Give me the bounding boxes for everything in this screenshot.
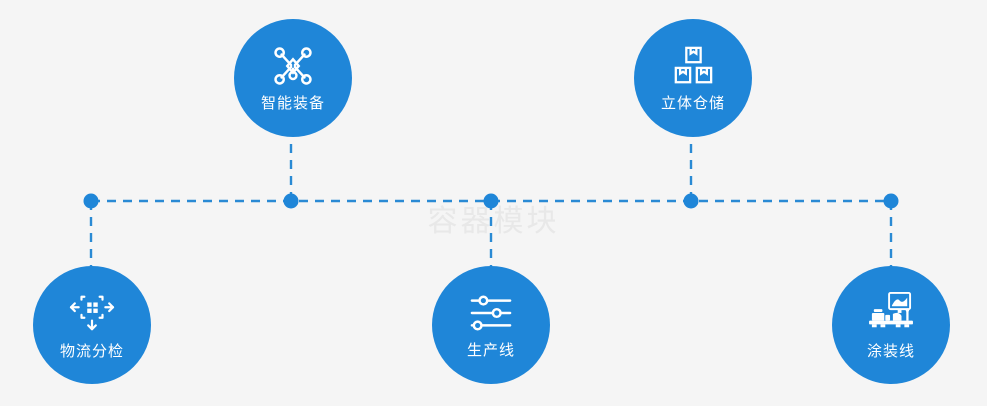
stacked-boxes-icon [670,45,716,87]
sorting-arrows-icon [69,291,115,333]
factory-workstation-icon [868,291,914,333]
sliders-icon [468,292,514,334]
node-label-smart-equipment: 智能装备 [260,95,325,112]
node-label-warehouse: 立体仓储 [660,95,725,112]
node-sorting[interactable]: 物流分检 [33,266,151,384]
node-smart-equipment[interactable]: 智能装备 [234,19,352,137]
node-label-painting: 涂装线 [866,343,915,360]
junction-dot-production [483,193,499,209]
junction-dot-sorting [83,193,99,209]
node-painting[interactable]: 涂装线 [832,266,950,384]
junction-dot-smart-equipment [283,193,299,209]
network-nodes-icon [270,45,316,87]
node-label-sorting: 物流分检 [59,343,124,360]
junction-dot-warehouse [683,193,699,209]
node-production[interactable]: 生产线 [432,266,550,384]
node-warehouse[interactable]: 立体仓储 [634,19,752,137]
node-label-production: 生产线 [466,342,515,359]
junction-dot-painting [883,193,899,209]
